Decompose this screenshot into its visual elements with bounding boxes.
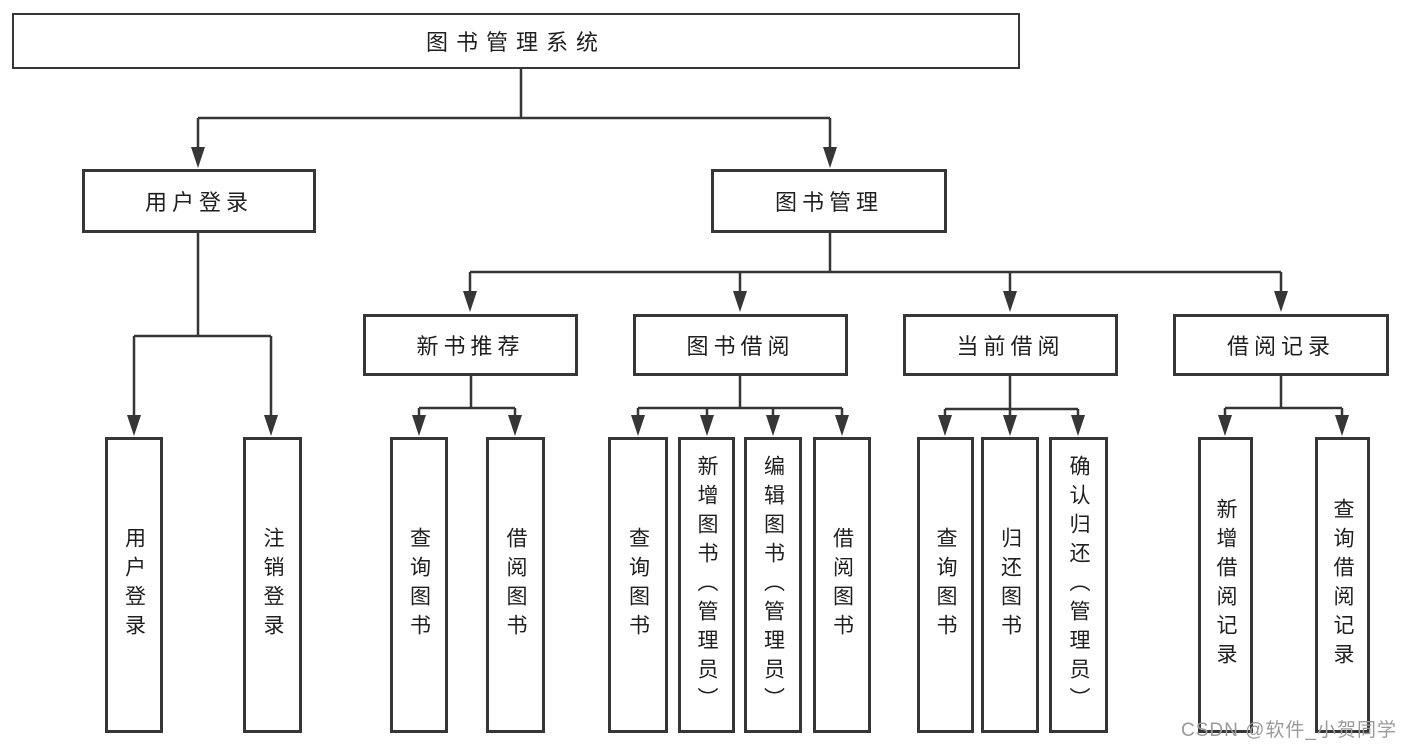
node-new-book-recommend: 新书推荐 bbox=[363, 314, 578, 376]
node-borrow-records: 借阅记录 bbox=[1173, 314, 1389, 376]
leaf-confirm-return-admin: 确认归还（管理员） bbox=[1049, 437, 1108, 733]
leaf-borrow-books-borrowing: 借阅图书 bbox=[813, 437, 871, 733]
node-book-borrowing: 图书借阅 bbox=[633, 314, 848, 376]
leaf-add-book-admin: 新增图书（管理员） bbox=[678, 437, 735, 733]
node-book-management: 图书管理 bbox=[711, 169, 947, 233]
leaf-borrow-books-recommend: 借阅图书 bbox=[486, 437, 545, 733]
leaf-query-books-borrowing: 查询图书 bbox=[608, 437, 668, 733]
leaf-query-borrow-record: 查询借阅记录 bbox=[1315, 437, 1370, 733]
leaf-logout: 注销登录 bbox=[243, 437, 302, 733]
node-user-login: 用户登录 bbox=[82, 169, 316, 233]
leaf-query-books-current: 查询图书 bbox=[917, 437, 974, 733]
node-library-system: 图书管理系统 bbox=[12, 13, 1020, 69]
leaf-edit-book-admin: 编辑图书（管理员） bbox=[744, 437, 802, 733]
leaf-user-login: 用户登录 bbox=[105, 437, 163, 733]
leaf-return-book: 归还图书 bbox=[981, 437, 1039, 733]
leaf-add-borrow-record: 新增借阅记录 bbox=[1198, 437, 1253, 733]
csdn-watermark: CSDN @软件_小贺同学 bbox=[1181, 720, 1397, 741]
leaf-query-books-recommend: 查询图书 bbox=[390, 437, 448, 733]
node-current-borrowing: 当前借阅 bbox=[903, 314, 1118, 376]
